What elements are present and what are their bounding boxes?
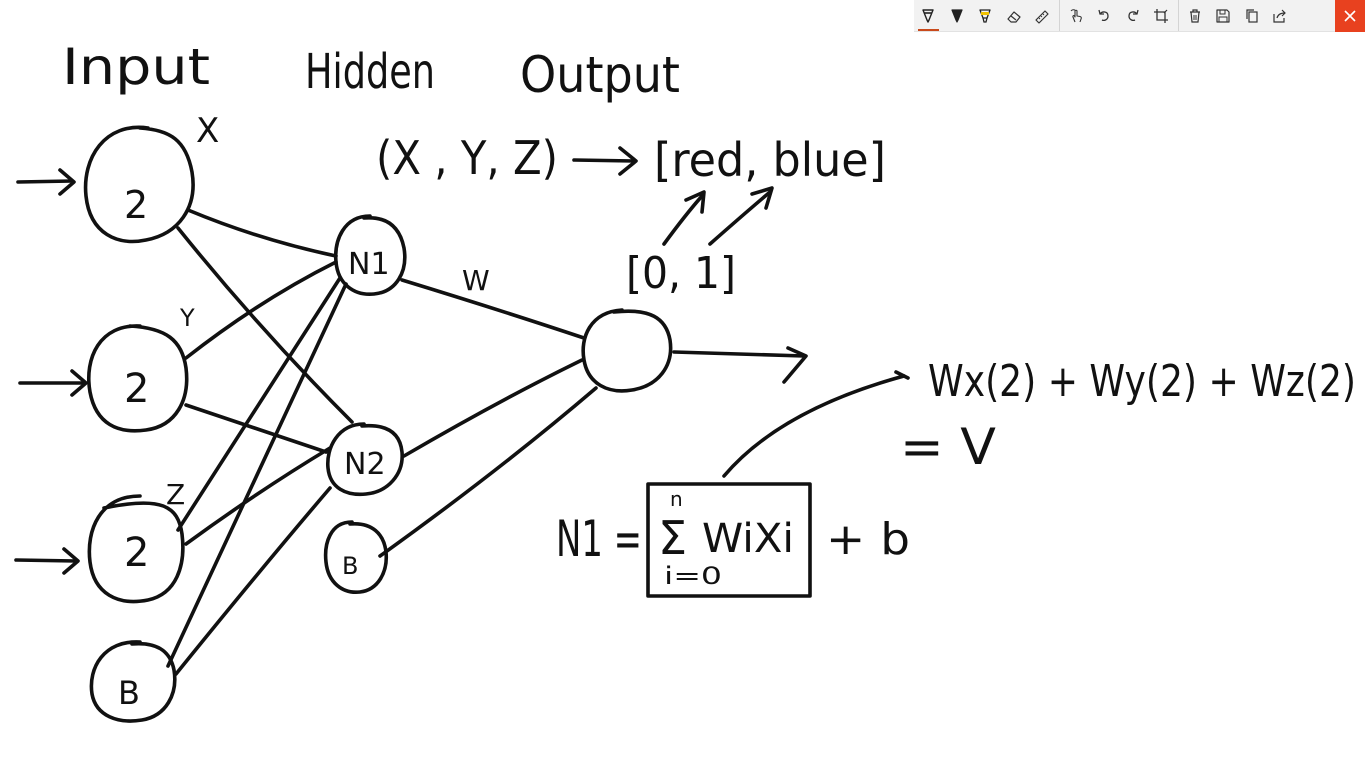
input-bias-node: B (89, 640, 177, 723)
hidden-bias-node: B (323, 520, 388, 594)
share-button[interactable] (1266, 0, 1295, 32)
hidden-node-label: N2 (344, 447, 386, 482)
input-arrow-1 (16, 168, 76, 196)
redo-icon (1128, 9, 1139, 22)
ballpoint-pen-icon (922, 9, 934, 23)
range-arrows (662, 186, 774, 246)
ruler-button[interactable] (1028, 0, 1057, 32)
tuple-xyz: (X , Y, Z) (376, 131, 558, 185)
heading-output: Output (520, 46, 680, 104)
ruler-icon (1035, 10, 1049, 24)
delete-icon (1189, 9, 1200, 23)
copy-icon (1246, 9, 1258, 23)
ballpoint-pen-button[interactable] (914, 0, 943, 32)
undo-icon (1098, 9, 1109, 22)
connection-lines (166, 208, 910, 676)
formula-box (646, 482, 812, 598)
toolbar-separator (1058, 0, 1060, 31)
input-label-y: Y (179, 304, 195, 332)
file-actions-group (1181, 0, 1295, 31)
formula-sum-top: n (670, 487, 683, 511)
mapping-arrow (572, 146, 638, 176)
input-arrow-3 (14, 547, 80, 575)
input-label-x: X (196, 111, 219, 151)
input-arrow-2 (18, 369, 88, 397)
heading-input: Input (62, 38, 210, 96)
redo-button[interactable] (1119, 0, 1148, 32)
input-node-value: 2 (124, 530, 149, 576)
share-icon (1273, 9, 1287, 23)
delete-button[interactable] (1181, 0, 1210, 32)
hidden-bias-label: B (342, 552, 358, 580)
input-node-3: 2 (87, 494, 185, 604)
eraser-button[interactable] (1000, 0, 1029, 32)
weight-label: W (462, 264, 490, 297)
ink-toolbar (914, 0, 1365, 32)
pencil-icon (951, 9, 963, 23)
highlighter-icon (979, 9, 991, 23)
input-bias-label: B (118, 674, 140, 712)
weighted-sum-line2: = V (900, 418, 996, 476)
close-button[interactable] (1335, 0, 1365, 32)
output-node (581, 308, 673, 393)
hidden-node-label: N1 (348, 247, 390, 282)
input-node-2: 2 (87, 324, 189, 433)
toolbar-separator (1177, 0, 1179, 31)
undo-button[interactable] (1090, 0, 1119, 32)
weighted-sum-line1: Wx(2) + Wy(2) + Wz(2) (928, 356, 1356, 407)
touch-writing-icon (1070, 9, 1082, 23)
formula-sum-symbol: Σ (658, 511, 687, 565)
save-button[interactable] (1209, 0, 1238, 32)
highlighter-button[interactable] (971, 0, 1000, 32)
input-node-1: 2 (83, 125, 195, 244)
pencil-button[interactable] (943, 0, 972, 32)
crop-button[interactable] (1147, 0, 1176, 32)
input-node-value: 2 (124, 366, 149, 412)
output-classes: [red, blue] (654, 133, 886, 187)
crop-icon (1154, 9, 1169, 23)
formula-sum-bottom: i=0 (664, 562, 722, 590)
touch-writing-button[interactable] (1062, 0, 1091, 32)
ink-tools-group (914, 0, 1057, 31)
eraser-icon (1007, 11, 1021, 23)
output-range: [0, 1] (626, 248, 736, 299)
formula-sum-term: WiXi (702, 516, 794, 562)
input-label-z: Z (166, 478, 185, 511)
heading-hidden: Hidden (305, 44, 435, 100)
formula-rhs: + b (826, 514, 910, 565)
hidden-node-2: N2 (326, 422, 404, 497)
close-icon (1344, 10, 1356, 22)
hidden-node-1: N1 (333, 214, 407, 296)
formula-lhs: N1 = (556, 510, 642, 568)
copy-button[interactable] (1238, 0, 1267, 32)
input-node-value: 2 (124, 183, 148, 227)
edit-actions-group (1062, 0, 1176, 31)
save-icon (1216, 9, 1230, 23)
